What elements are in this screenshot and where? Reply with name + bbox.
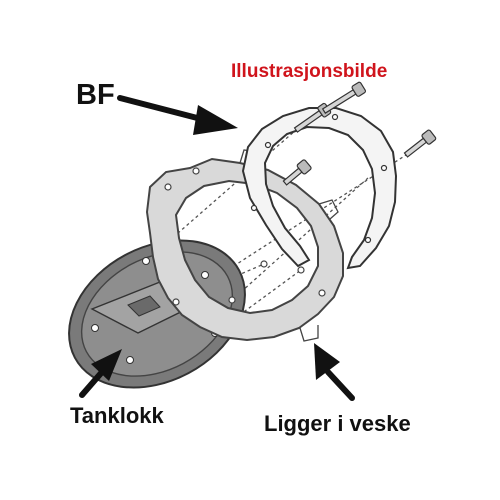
screw-4 (403, 129, 437, 158)
bf-label: BF (76, 79, 115, 111)
tank-cap-label: Tanklokk (70, 403, 164, 428)
screws (282, 81, 437, 186)
arrow-tank-cap (79, 349, 122, 398)
screw-2 (321, 81, 367, 114)
arrow-in-bag (314, 343, 355, 401)
mounting-ring (145, 149, 344, 342)
in-bag-label: Ligger i veske (264, 411, 411, 436)
screw-3 (282, 159, 312, 186)
bf-ring (241, 107, 398, 270)
arrow-bf (117, 95, 238, 135)
watermark-label: Illustrasjonsbilde (231, 61, 388, 82)
